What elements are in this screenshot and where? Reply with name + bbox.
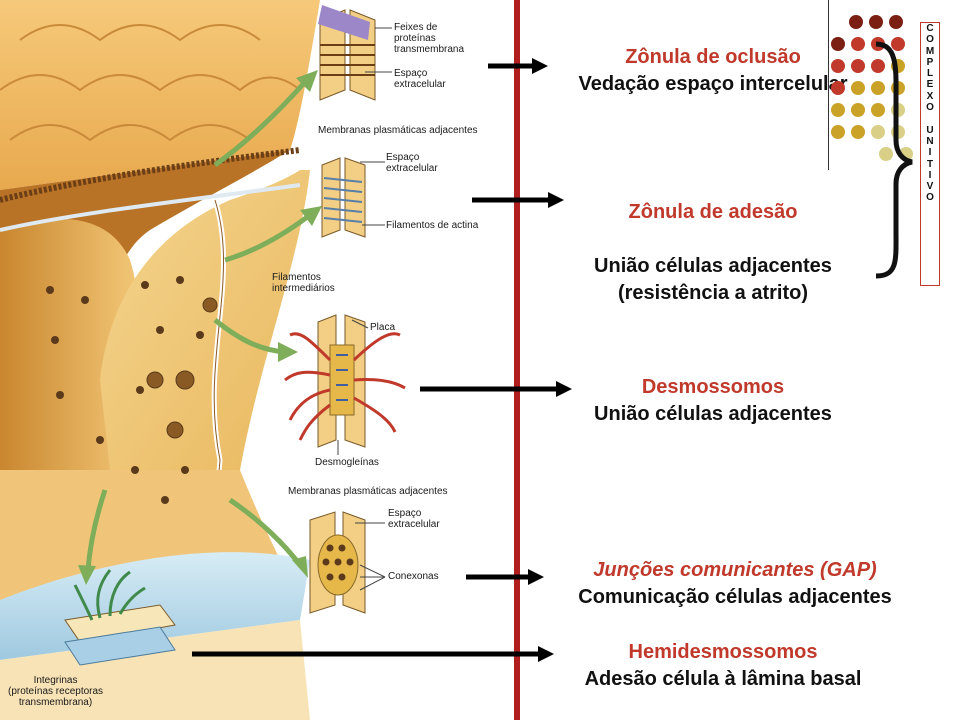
label-desmogleinas: Desmogleínas	[315, 457, 379, 468]
complexo-letter: V	[926, 181, 934, 193]
complexo-letter: M	[925, 45, 935, 57]
junction-heading: Zônula de adesão	[628, 201, 798, 223]
junction-description: União células adjacentes (resistência a …	[594, 255, 832, 304]
label-membranas-2: Membranas plasmáticas adjacentes	[288, 486, 448, 497]
decor-dot	[831, 59, 845, 73]
junction-zonula-adesao: Zônula de adesão União células adjacente…	[548, 172, 878, 334]
label-espaco-3: Espaço extracelular	[388, 508, 440, 530]
complexo-letter: P	[926, 56, 934, 68]
desmosome-detail	[284, 314, 406, 448]
complexo-letter: I	[928, 147, 932, 159]
junction-desmossomos: Desmossomos União células adjacentes	[548, 374, 878, 428]
label-espaco-1: Espaço extracelular	[394, 68, 446, 90]
decor-dot	[831, 103, 845, 117]
complexo-letter	[929, 113, 932, 124]
junction-heading: Hemidesmossomos	[628, 641, 818, 663]
adhesion-belt	[0, 183, 301, 232]
decor-dot	[831, 125, 845, 139]
label-filamentos-actina: Filamentos de actina	[386, 220, 479, 231]
junction-heading: Junções comunicantes (GAP)	[593, 559, 877, 581]
brace-icon	[875, 41, 913, 279]
pointer-arrowheads	[78, 70, 322, 585]
label-filamentos-intermediarios: Filamentos intermediários	[272, 272, 335, 294]
complexo-letter: T	[926, 158, 934, 170]
complexo-letter: N	[926, 135, 934, 147]
arrow-zonula-adesao	[472, 192, 564, 208]
decor-line	[828, 0, 829, 170]
label-placa: Placa	[370, 322, 396, 333]
arrow-juncoes-gap	[466, 569, 544, 585]
decor-dot	[851, 37, 865, 51]
junction-gap: Junções comunicantes (GAP) Comunicação c…	[530, 557, 940, 611]
label-membranas-1: Membranas plasmáticas adjacentes	[318, 125, 478, 136]
complexo-letter: E	[926, 79, 934, 91]
junction-description: Comunicação células adjacentes	[578, 586, 892, 608]
decor-dot	[871, 59, 885, 73]
decor-dot	[871, 125, 885, 139]
tight-junction-detail	[318, 5, 376, 101]
decor-dot	[851, 81, 865, 95]
label-integrinas: Integrinas (proteínas receptoras transme…	[8, 675, 104, 708]
decor-dot	[871, 103, 885, 117]
junction-heading: Zônula de oclusão	[625, 46, 801, 68]
label-conexonas: Conexonas	[388, 571, 439, 582]
pointer-arrows	[85, 80, 312, 571]
decor-dot	[849, 15, 863, 29]
arrow-zonula-oclusao	[488, 58, 548, 74]
decor-dot	[831, 81, 845, 95]
arrow-desmossomos	[420, 381, 572, 397]
complexo-letter: I	[928, 169, 932, 181]
decor-dot	[889, 15, 903, 29]
decor-dot-grid	[831, 15, 913, 161]
label-espaco-2: Espaço extracelular	[386, 152, 438, 174]
complexo-letter: O	[926, 102, 934, 114]
label-feixes: Feixes de proteínas transmembrana	[394, 22, 465, 55]
decor-dot	[831, 37, 845, 51]
hemidesmosome-detail	[64, 569, 176, 666]
junction-heading: Desmossomos	[641, 376, 785, 398]
junction-description: Vedação espaço intercelular	[578, 73, 848, 95]
decor-dot	[869, 15, 883, 29]
junction-hemidesmossomos: Hemidesmossomos Adesão célula à lâmina b…	[548, 639, 898, 693]
decor-dot	[851, 103, 865, 117]
complexo-letter: U	[926, 124, 934, 136]
adherens-junction-detail	[321, 157, 366, 238]
complexo-letter: L	[926, 68, 934, 80]
gap-junction-detail	[309, 511, 366, 614]
complexo-letter: X	[926, 90, 934, 102]
apical-bumps	[0, 24, 301, 142]
gap-junction-spots	[146, 297, 218, 439]
junction-description: União células adjacentes	[594, 403, 832, 425]
complexo-letter: O	[926, 34, 934, 46]
decor-dot	[891, 37, 905, 51]
divider-line	[514, 0, 520, 720]
decor-dot	[871, 81, 885, 95]
decor-dot	[851, 59, 865, 73]
arrow-hemidesmossomos	[192, 646, 554, 662]
complexo-letter: C	[926, 23, 934, 34]
junction-zonula-oclusao: Zônula de oclusão Vedação espaço interce…	[548, 44, 878, 98]
cell-junction-illustration: Feixes de proteínas transmembrana Espaço…	[0, 0, 479, 720]
decor-dot	[851, 125, 865, 139]
complexo-letter: O	[926, 192, 934, 204]
desmosome-spots	[46, 276, 204, 504]
decor-dot	[879, 147, 893, 161]
junction-description: Adesão célula à lâmina basal	[584, 668, 862, 690]
tight-junction-band	[0, 147, 301, 203]
